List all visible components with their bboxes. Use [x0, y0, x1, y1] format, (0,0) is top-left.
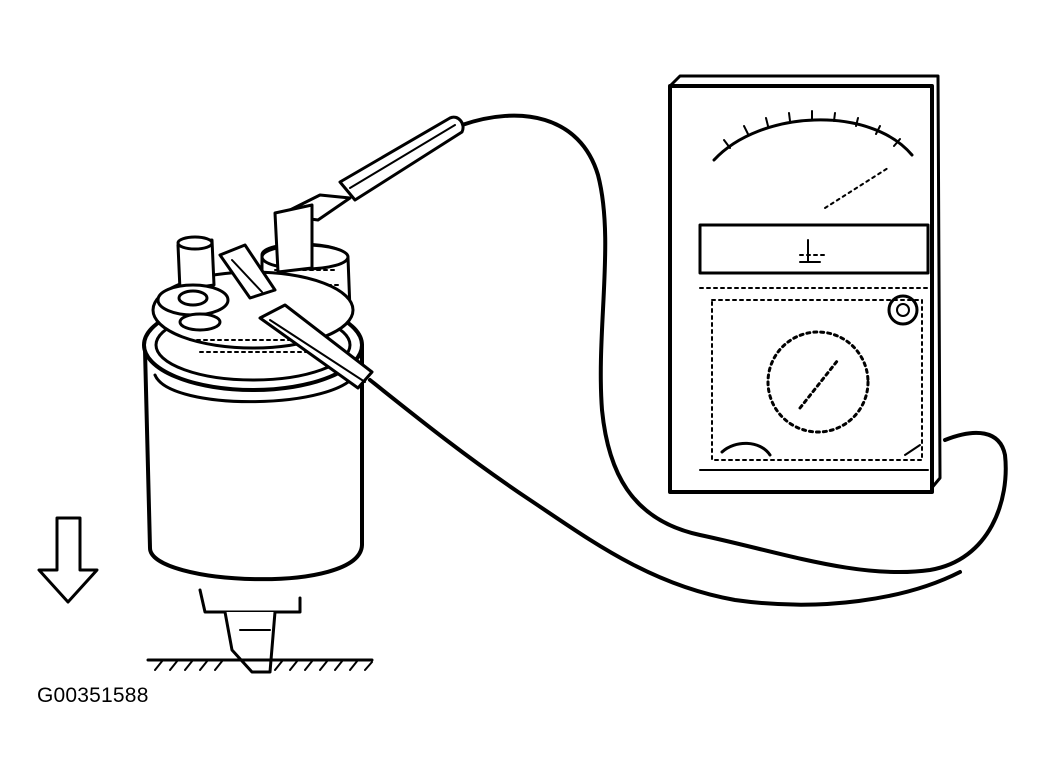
analog-multimeter-icon [668, 74, 942, 494]
ground-surface [146, 658, 374, 671]
down-arrow-icon [37, 516, 99, 604]
fuel-pump [142, 203, 374, 674]
meter-scale [712, 110, 914, 209]
figure-id-label: G00351588 [37, 684, 149, 707]
test-lead-wires [368, 113, 1008, 607]
